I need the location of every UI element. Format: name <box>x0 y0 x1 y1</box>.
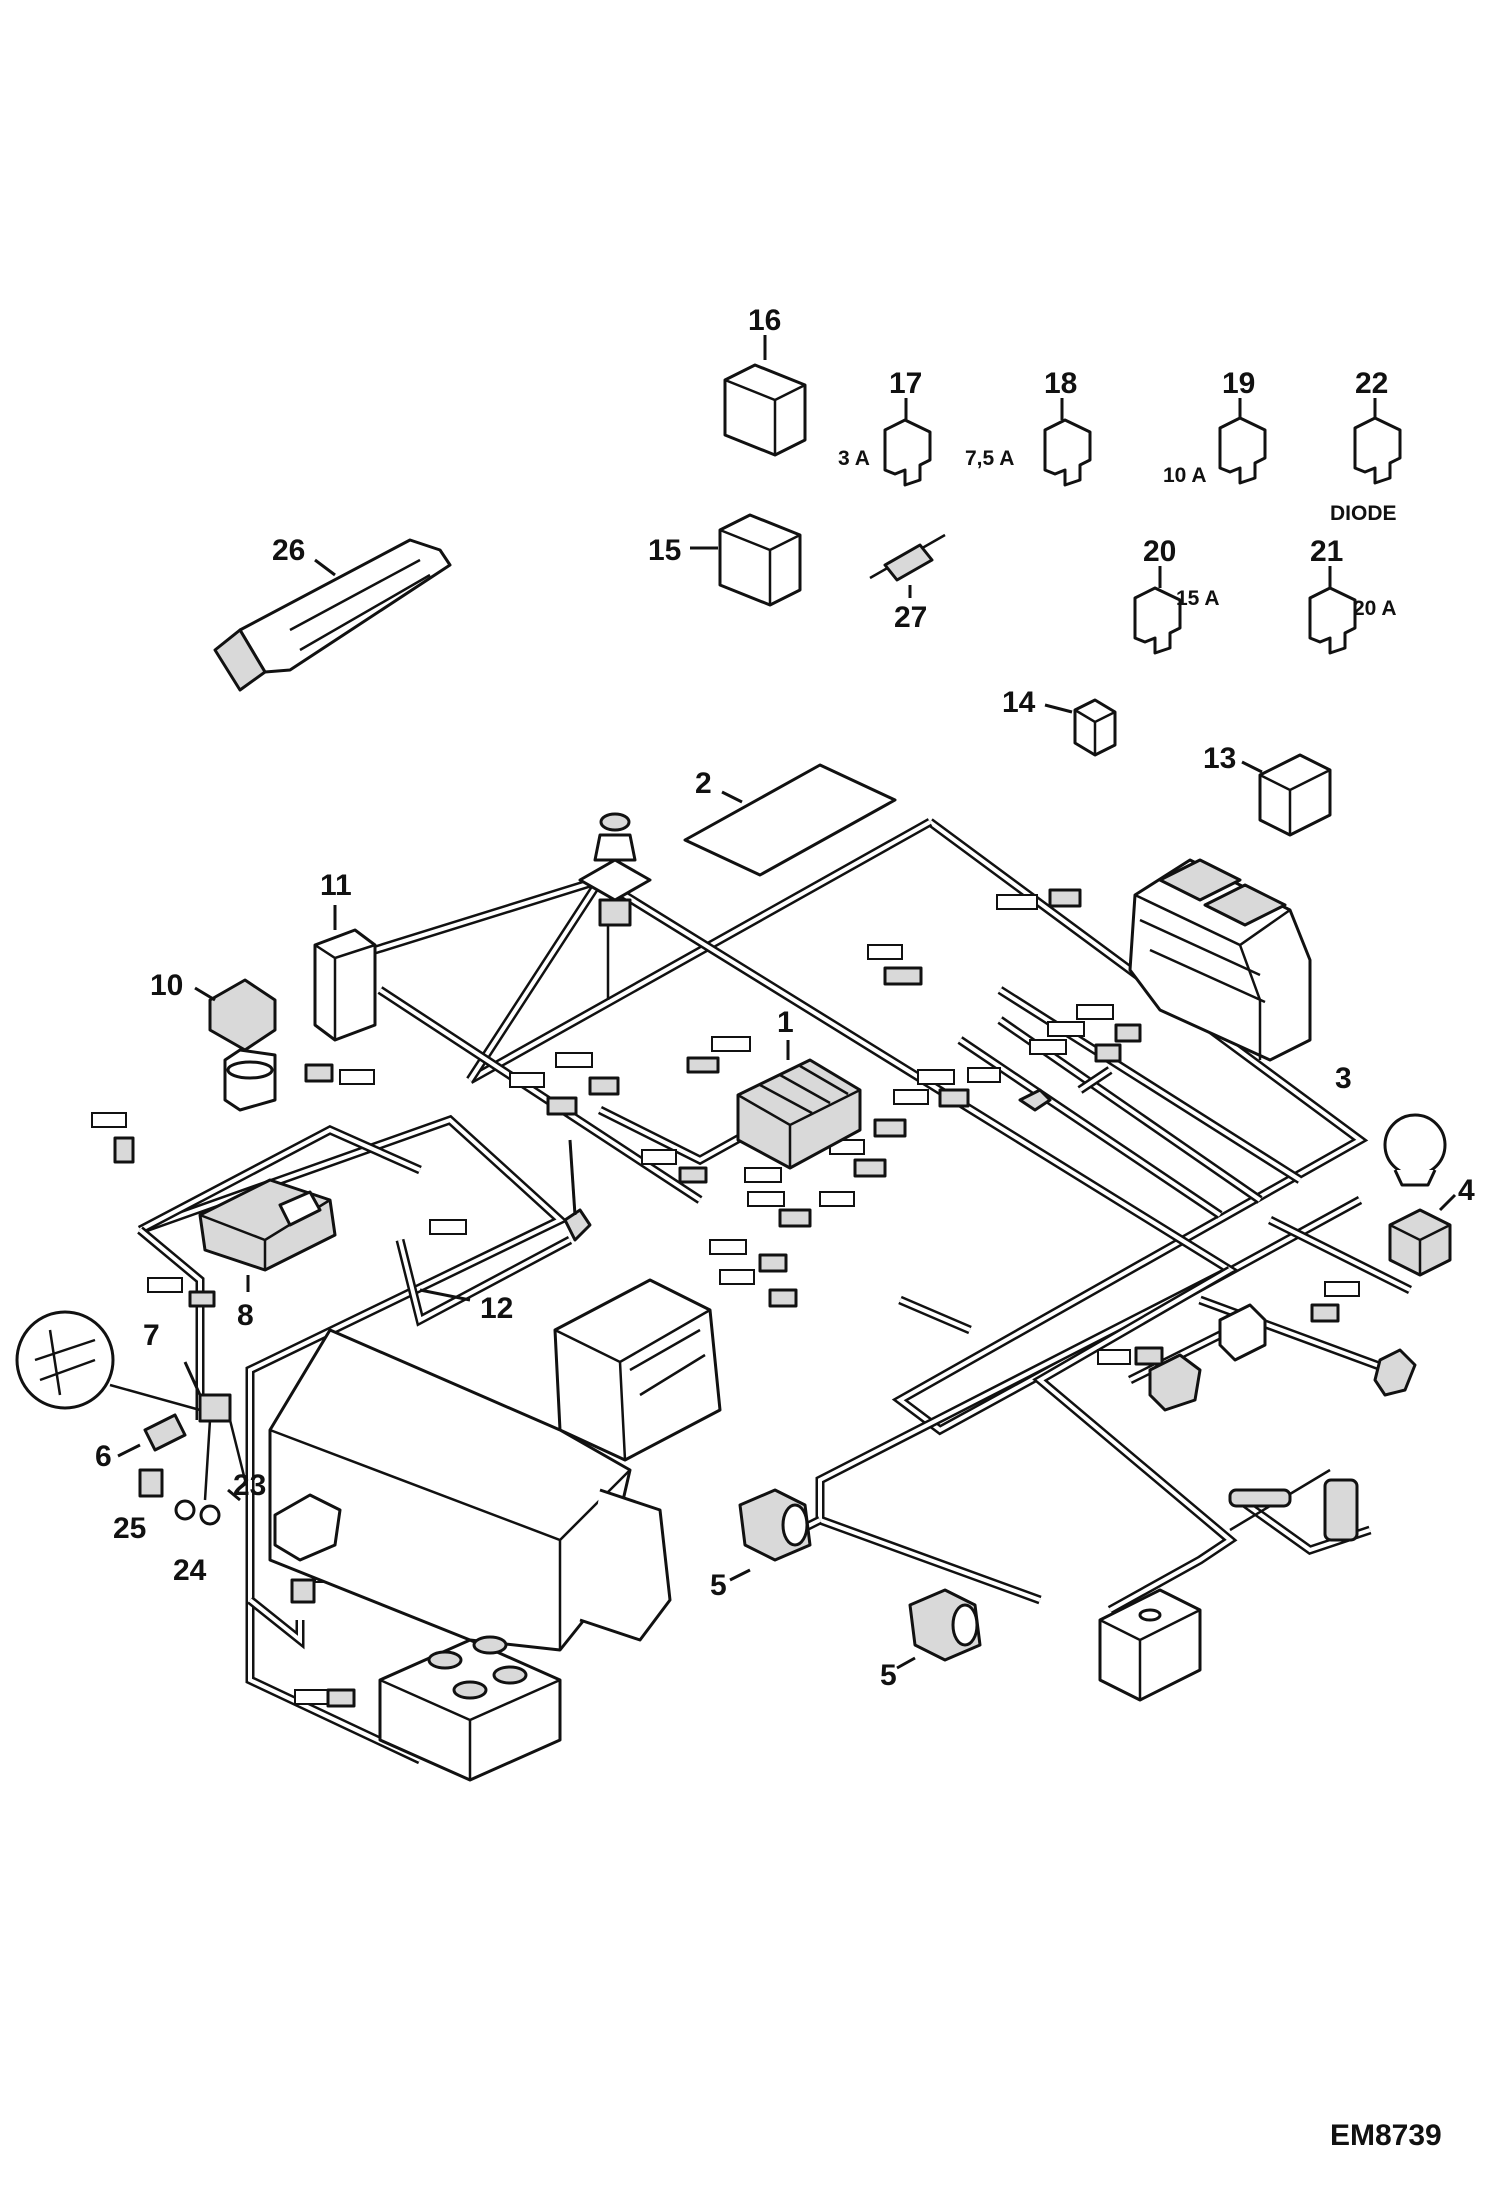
joystick-control-box <box>273 1493 562 1782</box>
switch-cluster-part-12 <box>419 1208 722 1462</box>
callout-5a: 5 <box>710 1569 727 1602</box>
callout-19: 19 <box>1222 367 1255 400</box>
callout-2: 2 <box>695 767 712 800</box>
fuse-rating-labels: 3 A 7,5 A 10 A DIODE 15 A 20 A <box>838 447 1397 620</box>
resistor-part-27 <box>869 533 946 598</box>
fuse-part-17 <box>883 398 932 487</box>
controller-part-8 <box>198 1178 337 1292</box>
switch-assembly-part-7 <box>15 1310 232 1423</box>
callout-16: 16 <box>748 304 781 337</box>
control-module-part-3 <box>1128 858 1312 1062</box>
right-side-switches <box>568 1088 1417 1412</box>
module-part-11 <box>313 905 377 1042</box>
sender-part-4 <box>1383 1113 1457 1277</box>
rating-22: DIODE <box>1330 502 1397 525</box>
callout-7: 7 <box>143 1319 160 1352</box>
rating-21: 20 A <box>1353 597 1397 620</box>
label-sheet-part-2 <box>683 763 897 877</box>
callout-11: 11 <box>320 869 352 902</box>
callout-18: 18 <box>1044 367 1077 400</box>
callout-6: 6 <box>95 1440 112 1473</box>
fuse-part-18 <box>1043 398 1092 487</box>
fasteners-parts-23-24-25 <box>174 1419 247 1526</box>
work-light-part-5b <box>896 1588 982 1670</box>
fuel-filter <box>1228 1468 1359 1542</box>
callout-27: 27 <box>894 601 927 634</box>
callout-14: 14 <box>1002 686 1036 719</box>
cab-floor-structure <box>268 1328 672 1652</box>
fuse-relay-panel-part-1 <box>736 1040 862 1170</box>
rating-19: 10 A <box>1163 464 1207 487</box>
callout-4: 4 <box>1458 1174 1475 1207</box>
relay-part-14 <box>1044 698 1117 757</box>
callout-1: 1 <box>777 1006 794 1039</box>
harness-connectors <box>91 888 1360 1708</box>
connector-part-6 <box>117 1413 187 1498</box>
fuse-part-20 <box>1133 566 1182 655</box>
fuse-part-21 <box>1308 566 1357 655</box>
battery-box <box>1098 1588 1202 1702</box>
socket-part-10 <box>194 978 277 1112</box>
callout-5b: 5 <box>880 1659 897 1692</box>
fuse-part-19 <box>1218 398 1267 485</box>
callout-3: 3 <box>1335 1062 1352 1095</box>
rating-17: 3 A <box>838 447 870 470</box>
callout-23: 23 <box>233 1469 266 1502</box>
work-light-part-5a <box>729 1488 812 1582</box>
relay-part-13 <box>1241 753 1332 837</box>
grease-tube-part-26 <box>213 538 452 692</box>
rating-18: 7,5 A <box>965 447 1014 470</box>
callout-8: 8 <box>237 1299 254 1332</box>
callout-22: 22 <box>1355 367 1388 400</box>
callout-21: 21 <box>1310 535 1343 568</box>
relay-part-16 <box>723 335 807 457</box>
callout-labels: 16 17 18 19 22 15 27 20 21 26 14 13 2 11… <box>95 304 1475 1692</box>
callout-10: 10 <box>150 969 183 1002</box>
callout-12: 12 <box>480 1292 513 1325</box>
callout-17: 17 <box>889 367 922 400</box>
callout-20: 20 <box>1143 535 1176 568</box>
pushbutton-switch <box>578 812 652 1000</box>
diode-part-22 <box>1353 398 1402 485</box>
rating-20: 15 A <box>1176 587 1220 610</box>
callout-26: 26 <box>272 534 305 567</box>
callout-24: 24 <box>173 1554 207 1587</box>
drawing-code: EM8739 <box>1330 2119 1442 2152</box>
callout-15: 15 <box>648 534 681 567</box>
callout-13: 13 <box>1203 742 1236 775</box>
callout-25: 25 <box>113 1512 146 1545</box>
relay-part-15 <box>690 513 802 607</box>
